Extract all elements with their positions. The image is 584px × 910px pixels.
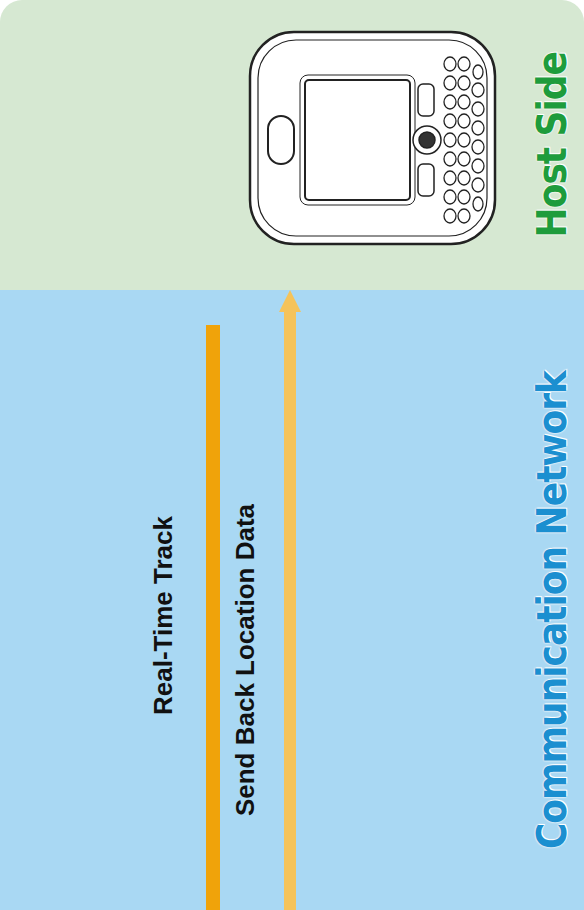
phone-illustration (0, 0, 584, 290)
flow-label: Real-Time Track (148, 516, 179, 715)
network-band: Communication Network (0, 290, 584, 910)
band-title: Host Side (529, 52, 575, 237)
edge-label: Send Back Location Data (230, 504, 261, 816)
label-box: Real-Time Track (140, 400, 186, 830)
edge-label-box: Send Back Location Data (222, 420, 268, 900)
band-title: Communication Network (529, 371, 575, 849)
arrow-head (279, 290, 301, 312)
flow-arrow (279, 290, 301, 910)
band-title-box: Communication Network (522, 310, 582, 910)
band-title-box: Host Side (522, 0, 582, 290)
arrow-shaft (284, 312, 296, 910)
